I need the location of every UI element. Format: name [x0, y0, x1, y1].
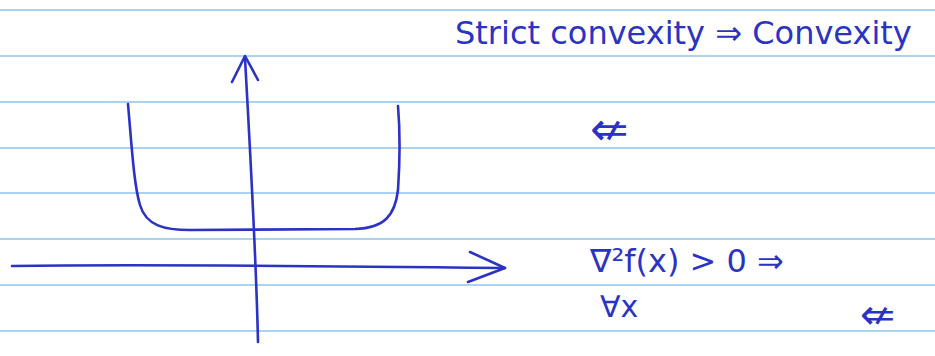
graph-sketch — [12, 56, 505, 342]
for-all-note: ∀x — [600, 290, 638, 323]
not-implied-arrow: ⇍ — [860, 292, 895, 338]
statement-text: Strict convexity ⇒ Convexity — [455, 16, 912, 51]
not-implied-arrow: ⇍ — [590, 104, 629, 155]
ruled-lines — [0, 10, 935, 331]
hessian-condition: ∇²f(x) > 0 ⇒ — [590, 244, 784, 279]
